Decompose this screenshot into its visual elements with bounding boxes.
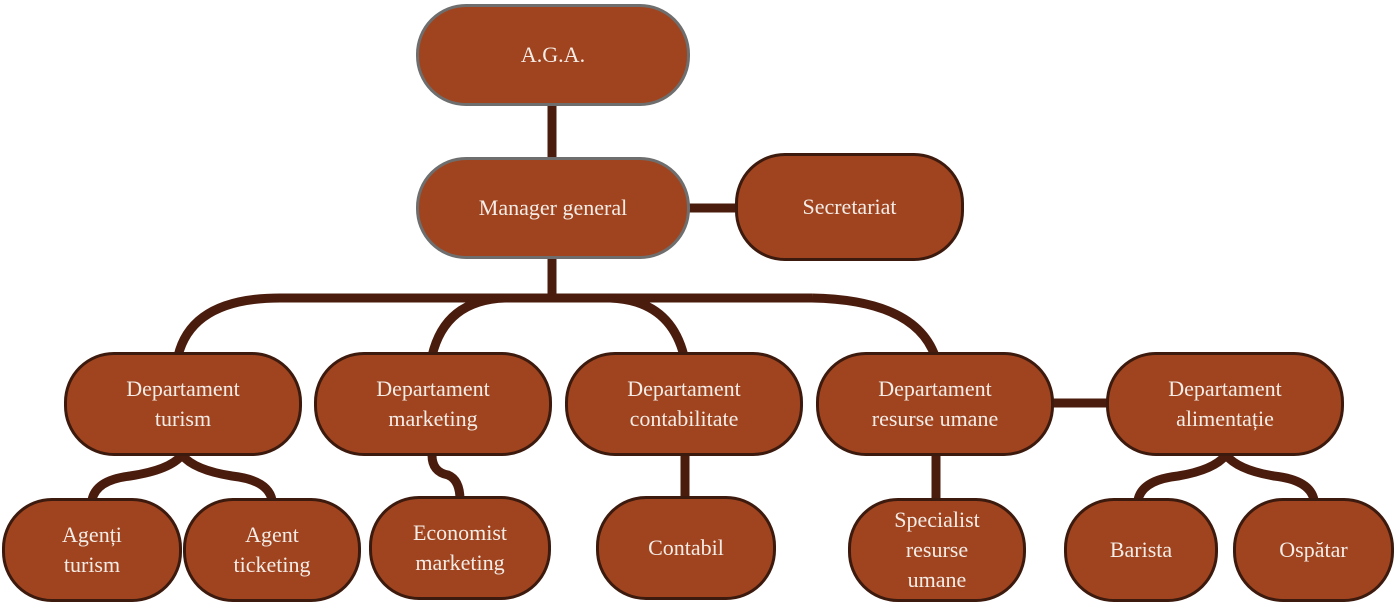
connector-alimentatie-barista [1133,451,1230,502]
node-dep-marketing-line-1: Departament [376,376,490,401]
node-manager-general: Manager general [416,157,690,259]
node-dep-contabilitate-line-2: contabilitate [629,406,739,431]
node-specialist-line-3: umane [907,567,967,592]
node-secretariat-line-1: Secretariat [802,194,897,219]
node-dep-turism-line-2: turism [154,406,212,431]
node-economist-marketing: Economist marketing [369,496,551,600]
node-aga-line-1: A.G.A. [520,42,586,67]
node-dep-alimentatie-line-2: alimentație [1176,406,1274,431]
node-secretariat: Secretariat [735,153,964,261]
node-barista: Barista [1064,498,1218,602]
node-dep-marketing-line-2: marketing [388,406,478,431]
node-agent-ticketing-line-1: Agent [245,522,299,547]
node-departament-contabilitate: Departament contabilitate [565,352,803,456]
node-specialist-line-1: Specialist [894,507,980,532]
node-departament-alimentatie: Departament alimentație [1106,352,1344,456]
node-contabil-line-1: Contabil [648,535,724,560]
node-contabil: Contabil [596,496,776,600]
node-barista-line-1: Barista [1109,537,1173,562]
node-economist-line-1: Economist [412,520,508,545]
node-specialist-resurse-umane: Specialist resurse umane [848,498,1026,602]
node-ospatar: Ospătar [1233,498,1394,602]
node-agent-ticketing: Agent ticketing [183,498,361,602]
node-manager-line-1: Manager general [478,195,628,220]
node-aga: A.G.A. [416,4,690,106]
connector-turism-agenti [87,451,186,502]
node-departament-resurse-umane: Departament resurse umane [816,352,1054,456]
node-agent-ticketing-line-2: ticketing [233,552,311,577]
node-ospatar-line-1: Ospătar [1279,537,1348,562]
node-departament-marketing: Departament marketing [314,352,552,456]
node-dep-alimentatie-line-1: Departament [1168,376,1282,401]
node-agenti-turism-line-2: turism [63,552,121,577]
node-economist-line-2: marketing [415,550,505,575]
node-agenti-turism-line-1: Agenți [62,522,122,547]
node-dep-resurse-line-2: resurse umane [871,406,999,431]
connector-bus-marketing [427,293,506,358]
connector-marketing-economist [427,454,465,501]
connector-bus-contabilitate [609,293,689,358]
connector-alimentatie-ospatar [1222,451,1319,502]
connector-bus-turism [173,293,281,358]
connector-turism-ticketing [178,451,277,502]
node-dep-resurse-line-1: Departament [878,376,992,401]
node-specialist-line-2: resurse [905,537,969,562]
node-departament-turism: Departament turism [64,352,302,456]
connector-bus-resurse [811,293,940,358]
node-agenti-turism: Agenți turism [2,498,182,602]
node-dep-contabilitate-line-1: Departament [627,376,741,401]
node-dep-turism-line-1: Departament [126,376,240,401]
